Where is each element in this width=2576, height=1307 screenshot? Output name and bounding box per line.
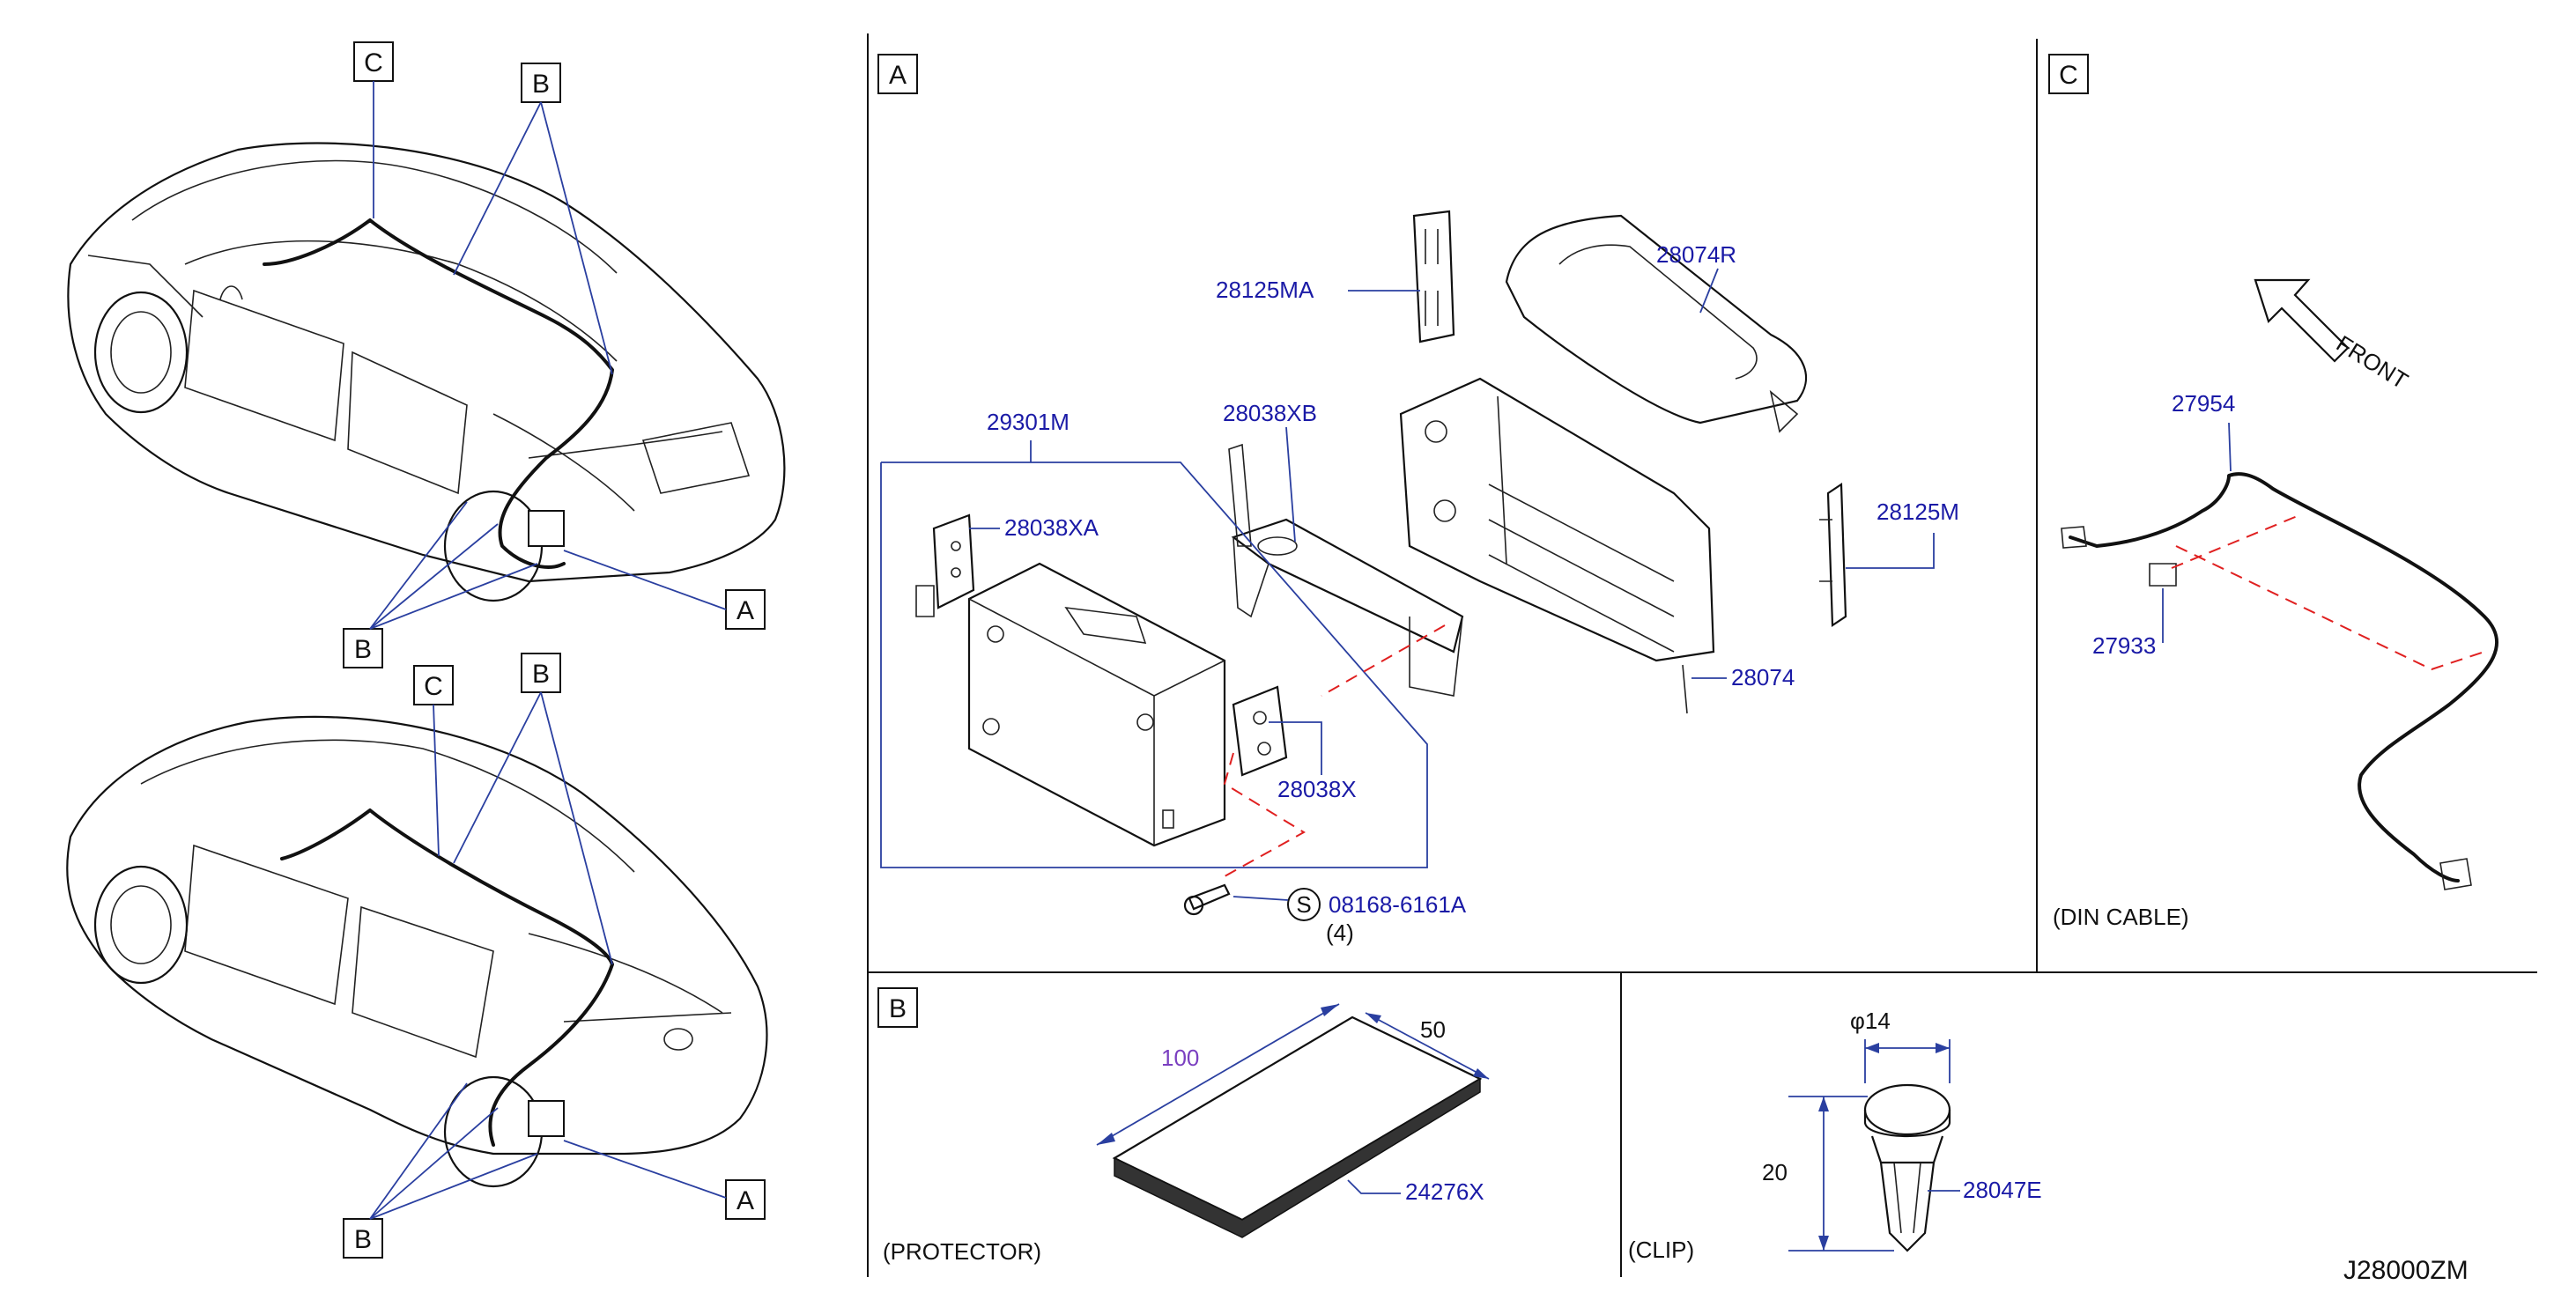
front-indicator: FRONT — [2332, 330, 2413, 395]
section-c-parts: FRONT 27954 27933 (DIN CABLE) — [2053, 278, 2499, 930]
protector-caption: (PROTECTOR) — [883, 1238, 1041, 1265]
car-sedan-illustration — [67, 142, 786, 602]
sedan-callout-a: A — [737, 596, 754, 625]
section-c-label-box: C — [2048, 54, 2089, 94]
label-28074r: 28074R — [1656, 241, 1736, 268]
clip-height-dimension: 20 — [1762, 1159, 1788, 1185]
din-cable-caption: (DIN CABLE) — [2053, 904, 2189, 930]
section-c-letter: C — [2059, 61, 2078, 90]
label-27954: 27954 — [2172, 390, 2235, 417]
sedan-callout-b-top: B — [532, 70, 550, 99]
section-a-label-box: A — [877, 54, 918, 94]
section-b-label-box: B — [877, 987, 918, 1028]
label-24276x: 24276X — [1405, 1178, 1484, 1205]
label-28038xb: 28038XB — [1223, 400, 1317, 426]
screw-symbol: S — [1296, 891, 1311, 918]
hatchback-callout-b-top: B — [532, 660, 550, 689]
protector-width-dimension: 50 — [1420, 1016, 1446, 1043]
label-08168-6161a: 08168-6161A — [1329, 891, 1467, 918]
clip-parts: φ14 20 28047E (CLIP) — [1628, 1008, 2042, 1263]
clip-diameter-dimension: φ14 — [1850, 1008, 1891, 1034]
section-b-parts: 100 50 24276X (PROTECTOR) — [883, 1003, 1490, 1265]
protector-length-dimension: 100 — [1161, 1045, 1199, 1071]
hatchback-callout-c: C — [424, 672, 443, 701]
section-a-letter: A — [889, 61, 907, 90]
diagram-code: J28000ZM — [2343, 1256, 2469, 1285]
sedan-callout-c: C — [364, 48, 383, 78]
label-28125m: 28125M — [1876, 498, 1959, 525]
section-frames — [867, 33, 2537, 1277]
label-29301m: 29301M — [987, 409, 1070, 435]
sedan-callout-b-bottom: B — [354, 635, 372, 664]
screw-quantity: (4) — [1326, 919, 1354, 946]
hatchback-callout-a: A — [737, 1186, 754, 1215]
label-27933: 27933 — [2092, 632, 2156, 659]
section-b-letter: B — [889, 994, 907, 1023]
label-28074: 28074 — [1731, 664, 1795, 690]
label-28038x: 28038X — [1277, 776, 1357, 802]
car-hatchback-illustration — [66, 715, 768, 1188]
clip-caption: (CLIP) — [1628, 1237, 1694, 1263]
label-28038xa: 28038XA — [1004, 514, 1099, 541]
hatchback-callout-b-bottom: B — [354, 1225, 372, 1254]
hatchback-callouts: C B A B — [343, 653, 766, 1259]
label-28125ma: 28125MA — [1216, 277, 1314, 303]
section-a-parts: 28125MA 28074R 28125M 28074 28038XB 2930… — [880, 210, 1959, 946]
sedan-callouts: C B A B — [343, 41, 766, 668]
label-28047e: 28047E — [1963, 1177, 2042, 1203]
